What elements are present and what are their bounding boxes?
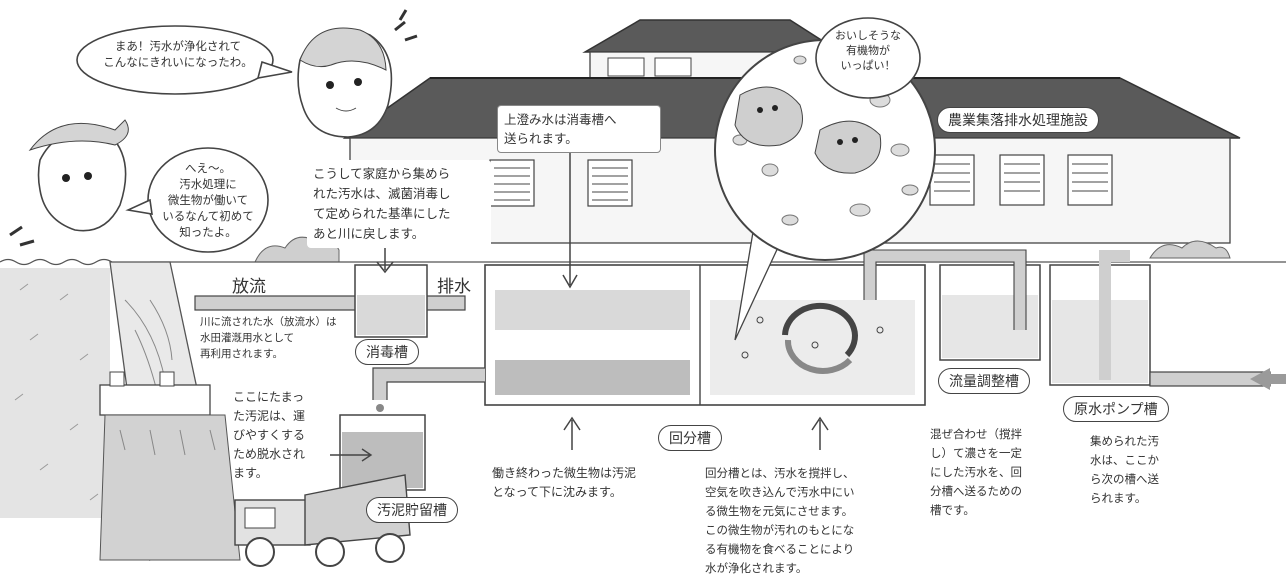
facility-name-label: 農業集落排水処理施設 (937, 107, 1099, 133)
inflow-arrow-icon (1250, 368, 1286, 390)
supernatant-callout: 上澄み水は消毒槽へ 送られます。 (497, 105, 661, 153)
discharge-note: 川に流された水（放流水）は 水田灌漑用水として 再利用されます。 (200, 316, 337, 360)
woman-speech: まあ！汚水が浄化されて こんなにきれいになったわ。 (103, 39, 253, 69)
equalization-tank (863, 249, 1041, 361)
river (99, 261, 241, 562)
disinfection-tank-label: 消毒槽 (355, 339, 419, 365)
pump-note: 集められた汚 水は、ここか ら次の槽へ送 られます。 (1090, 434, 1159, 505)
microbe-speech: おいしそうな 有機物が いっぱい！ (835, 29, 901, 72)
boy-speech: へえ～。 汚水処理に 微生物が働いて いるなんて初めて 知ったよ。 (162, 161, 254, 239)
boy-character (9, 119, 129, 247)
equalization-tank-label: 流量調整槽 (938, 368, 1030, 394)
ground (0, 258, 1286, 518)
sterilize-callout: こうして家庭から集めら れた汚水は、滅菌消毒し て定められた基準にした あと川に… (307, 160, 491, 248)
raw-pump-tank (1049, 250, 1286, 390)
settle-note: 働き終わった微生物は汚泥 となって下に沈みます。 (492, 466, 637, 499)
aeration-note: 回分槽とは、汚水を撹拌し、 空気を吹き込んで汚水中にい る微生物を元気にさせます… (705, 466, 855, 575)
sludge-storage-tank (330, 367, 485, 491)
discharge-label: 放流 (232, 277, 266, 297)
sludge-storage-tank-label: 汚泥貯留槽 (366, 497, 458, 523)
drain-label: 排水 (437, 277, 471, 297)
raw-pump-tank-label: 原水ポンプ槽 (1063, 396, 1169, 422)
truck (234, 474, 411, 567)
equalize-note: 混ぜ合わせ（撹拌 し）て濃さを一定 にした汚水を、回 分槽へ送るための 槽です。 (930, 427, 1022, 517)
disinfection-tank (354, 245, 428, 338)
batch-tank-label: 回分槽 (658, 425, 722, 451)
speech-bubbles (76, 17, 921, 253)
woman-character (297, 9, 418, 138)
batch-tank-structure (484, 264, 926, 406)
sludge-note: ここにたまっ た汚泥は、運 びやすくする ため脱水され ます。 (233, 390, 306, 480)
